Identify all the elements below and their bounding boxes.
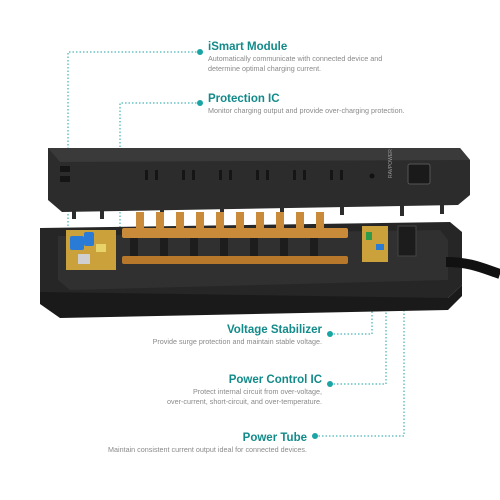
callout-title: Power Tube [242,432,307,444]
callout-desc: Maintain consistent current output ideal… [108,445,307,454]
callout-ismart: iSmart Module Automatically communicate … [208,40,382,74]
callout-power-control: Power Control IC Protect internal circui… [167,373,322,407]
callout-title: Protection IC [208,93,280,105]
callout-dot-power-control [327,381,333,387]
callout-desc: Protect internal circuit from over-volta… [192,387,322,396]
callout-desc: Provide surge protection and maintain st… [152,337,322,346]
callout-desc: determine optimal charging current. [208,64,322,73]
leader-voltage [330,240,373,335]
callout-dot-power-tube [312,433,318,439]
callout-title: Voltage Stabilizer [226,324,322,336]
power-cord [445,257,500,279]
callout-dot-ismart [197,49,203,55]
callout-desc: Monitor charging output and provide over… [208,106,405,115]
brand-label-art: RAVPOWER [388,149,394,178]
copper-bus [122,212,348,264]
callout-dot-voltage [327,331,333,337]
callout-title: Power Control IC [228,374,322,386]
callout-desc: over-current, short-circuit, and over-te… [167,397,322,406]
callout-desc: Automatically communicate with connected… [208,54,383,63]
callout-dot-protection [197,100,203,106]
pcb-left [66,230,116,270]
callout-voltage: Voltage Stabilizer Provide surge protect… [153,323,322,347]
leader-power-tube [315,240,405,437]
callout-power-tube: Power Tube Maintain consistent current o… [108,431,307,455]
callout-title: iSmart Module [208,41,288,53]
callout-protection: Protection IC Monitor charging output an… [208,92,405,116]
top-cover: RAVPOWER [48,148,470,219]
pcb-right [362,225,417,262]
